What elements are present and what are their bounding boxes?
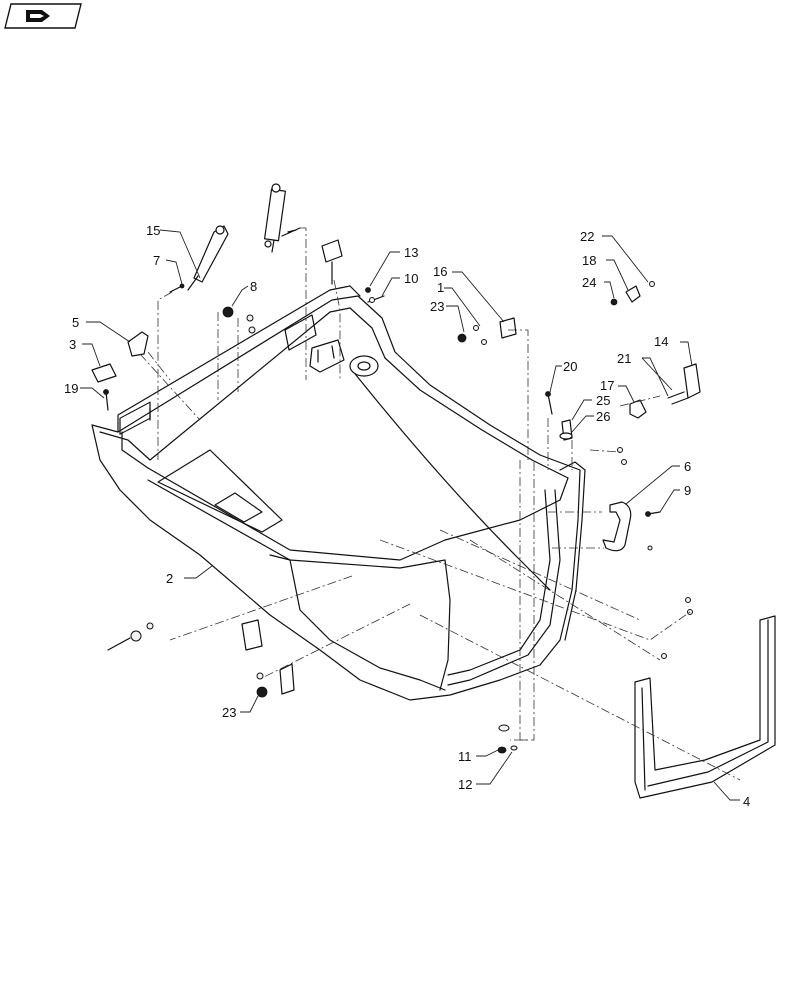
callout-4: 4: [743, 794, 750, 809]
housing-tub: [91, 285, 586, 701]
handle: [602, 501, 632, 552]
callout-24: 24: [582, 275, 596, 290]
hardware-parts: [91, 239, 701, 754]
callout-6: 6: [684, 459, 691, 474]
callout-26: 26: [596, 409, 610, 424]
callout-15: 15: [146, 223, 160, 238]
callout-7: 7: [153, 253, 160, 268]
callout-20: 20: [563, 359, 577, 374]
leader-lines: [80, 229, 740, 801]
upper-strut: [263, 183, 301, 253]
callout-3: 3: [69, 337, 76, 352]
gas-strut: [187, 225, 229, 291]
page-navigation-icon[interactable]: [4, 3, 82, 29]
callout-16: 16: [433, 264, 447, 279]
callout-9: 9: [684, 483, 691, 498]
callout-8: 8: [250, 279, 257, 294]
gasket-seal: [634, 615, 776, 799]
callout-22: 22: [580, 229, 594, 244]
callout-10: 10: [404, 271, 418, 286]
callout-25: 25: [596, 393, 610, 408]
callout-1: 1: [437, 280, 444, 295]
callout-5: 5: [72, 315, 79, 330]
callout-labels: 1 2 3 4 5 6 7 8 9 10 11 12 13 14 15 16 1…: [64, 223, 750, 809]
callout-11: 11: [458, 749, 472, 764]
callout-2: 2: [166, 571, 173, 586]
callout-14: 14: [654, 334, 668, 349]
callout-17: 17: [600, 378, 614, 393]
callout-13: 13: [404, 245, 418, 260]
callout-18: 18: [582, 253, 596, 268]
callout-19: 19: [64, 381, 78, 396]
callout-12: 12: [458, 777, 472, 792]
callout-23-upper: 23: [430, 299, 444, 314]
callout-21: 21: [617, 351, 631, 366]
callout-23-lower: 23: [222, 705, 236, 720]
assembly-centerlines: [139, 227, 741, 781]
